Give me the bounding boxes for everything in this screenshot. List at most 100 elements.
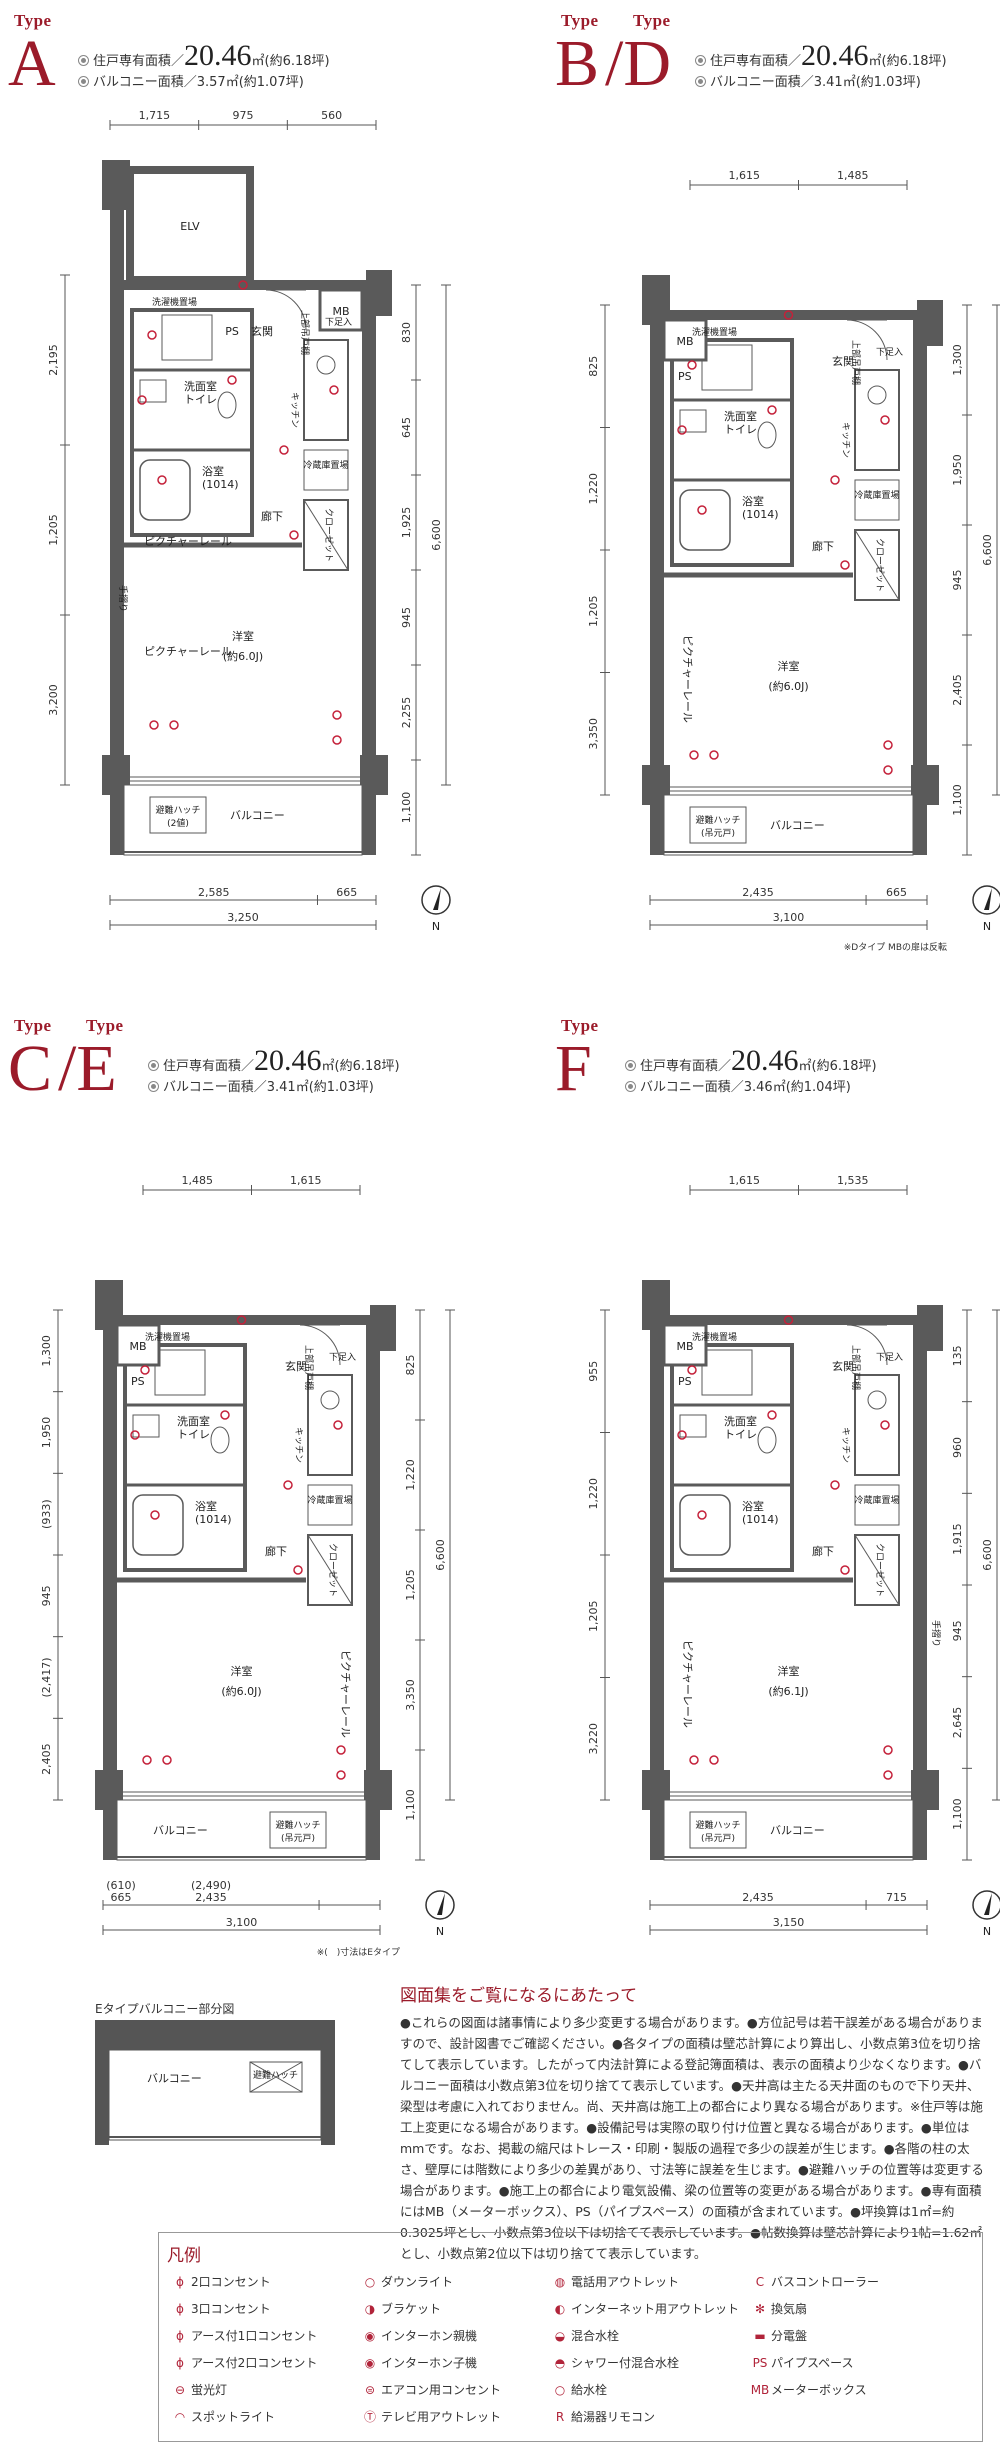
dim-bottom: 2,435: [195, 1891, 227, 1904]
outlet-icon: [830, 475, 840, 485]
hatch-label: 避難ハッチ(2値): [155, 804, 200, 829]
area-value: 20.46: [731, 1044, 799, 1077]
balcony-value: 3.41㎡: [813, 75, 856, 90]
type-letter-d: /D: [605, 27, 671, 100]
balcony-label: バルコニー: [770, 819, 825, 832]
bullet-icon: [625, 1060, 636, 1071]
type-word: Type: [561, 11, 599, 30]
outlet-icon: [329, 385, 339, 395]
legend-symbol-icon: ɸ: [176, 2356, 184, 2370]
ps-label: PS: [225, 325, 239, 338]
dim-right: 1,100: [951, 784, 964, 816]
outlet-icon: [130, 1430, 140, 1440]
dim-left: 1,205: [47, 514, 60, 546]
door-arc: [265, 289, 307, 331]
outlet-icon: [709, 750, 719, 760]
dim-left: 825: [587, 356, 600, 377]
dim-bottom: 2,585: [198, 886, 230, 899]
fridge-label: 冷蔵庫置場: [303, 459, 348, 471]
closet-label: クローゼット: [874, 1543, 886, 1597]
shoe-label: 下足入: [876, 1352, 903, 1363]
dim-top: 1,615: [729, 1174, 761, 1187]
dim-right: 1,915: [951, 1523, 964, 1555]
pillar: [911, 1770, 939, 1810]
wall-right: [913, 310, 927, 855]
legend-label: 2口コンセント: [191, 2275, 271, 2289]
legend-label: スポットライト: [191, 2410, 276, 2424]
handrail-label: 手摺り: [117, 585, 129, 612]
legend-item: ◑ブラケット: [359, 2300, 441, 2317]
sink-toilet-label: 洗面室トイレ: [184, 379, 217, 406]
outlet-icon: [227, 375, 237, 385]
outlet-icon: [169, 720, 179, 730]
pillar: [917, 1305, 943, 1351]
dim-top: 1,615: [290, 1174, 322, 1187]
wall-left: [650, 1280, 664, 1860]
balcony-label: バルコニー: [770, 1824, 825, 1837]
bathtub: [679, 489, 731, 551]
legend-label: 電話用アウトレット: [571, 2275, 680, 2289]
wall-top: [110, 280, 376, 290]
e-hatch-label: 避難ハッチ: [253, 2069, 298, 2081]
washer-spot: [161, 314, 213, 361]
pillar: [917, 300, 943, 346]
legend-symbol-icon: ◒: [554, 2329, 566, 2343]
dim-bottom-total: 3,100: [773, 911, 805, 924]
dim-right: 1,205: [404, 1569, 417, 1601]
wall-top: [103, 1315, 380, 1325]
outlet-icon: [140, 1365, 150, 1375]
balcony-area-shape: [663, 794, 914, 856]
dim-left: 3,200: [47, 684, 60, 716]
fridge-label: 冷蔵庫置場: [854, 489, 899, 501]
balcony-value: 3.46㎡: [743, 1080, 786, 1095]
dim-bottom: 665: [111, 1891, 132, 1904]
picture-rail-label: ピクチャーレール: [144, 535, 232, 548]
outlet-icon: [142, 1755, 152, 1765]
dim-right: 945: [951, 1620, 964, 1641]
balcony-tsubo: (約1.07坪): [238, 75, 304, 90]
outlet-icon: [767, 405, 777, 415]
north-arrow: [984, 1893, 992, 1915]
balcony-area: バルコニー面積／3.41㎡(約1.03坪): [148, 1076, 374, 1095]
mb-box: [662, 1323, 708, 1367]
outlet-icon: [883, 1745, 893, 1755]
bullet-icon: [78, 76, 89, 87]
north-label: N: [436, 1925, 444, 1938]
room-label: 洋室: [232, 629, 254, 643]
handrail-label: 手摺り: [930, 1620, 942, 1647]
legend-item: ⊜エアコン用コンセント: [359, 2381, 501, 2398]
washer-label: 洗濯機置場: [692, 1331, 737, 1343]
type-letter-a: A: [8, 27, 56, 100]
legend-label: 給水栓: [571, 2383, 608, 2397]
e-balcony-caption: Eタイプバルコニー部分図: [95, 2002, 235, 2016]
mb-label: MB: [332, 305, 349, 318]
room-label: 洋室: [778, 1664, 800, 1678]
outlet-icon: [293, 1565, 303, 1575]
dim-right: 1,925: [400, 507, 413, 539]
legend-title: 凡例: [167, 2246, 201, 2265]
kitchen-counter: [854, 369, 900, 471]
legend-symbol-icon: ◉: [364, 2329, 376, 2343]
area-value: 20.46: [184, 39, 252, 72]
dim-top: 1,485: [837, 169, 869, 182]
stove-icon: [316, 355, 336, 375]
balcony-area-shape: [116, 1799, 367, 1861]
room-label: 洋室: [778, 659, 800, 673]
closet-line: [854, 529, 900, 601]
outlet-icon: [289, 530, 299, 540]
legend-symbol-icon: ◍: [554, 2275, 566, 2289]
balcony-label: バルコニー: [153, 1824, 208, 1837]
hatch-label: 避難ハッチ(吊元戸): [695, 814, 740, 839]
unit-area: 住戸専有面積／20.46㎡(約6.18坪): [695, 39, 947, 73]
outlet-icon: [783, 310, 794, 320]
dim-left: (933): [40, 1499, 53, 1529]
area-value: 20.46: [254, 1044, 322, 1077]
escape-hatch: [269, 1811, 327, 1849]
